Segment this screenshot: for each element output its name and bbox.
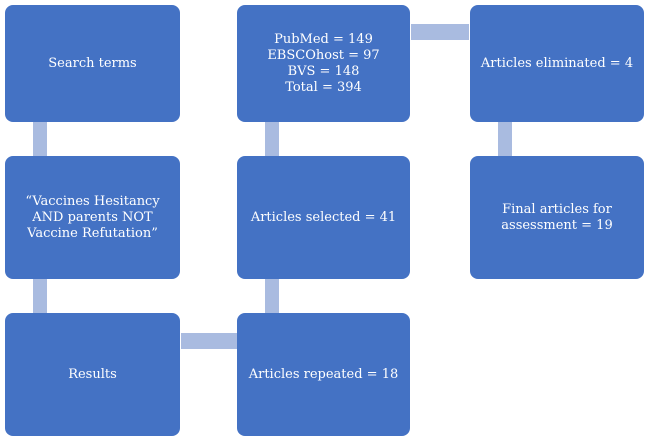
connector-query-to-results <box>33 279 47 313</box>
connector-eliminated-to-final <box>498 122 512 156</box>
articles-eliminated-box: Articles eliminated = 4 <box>470 5 644 122</box>
articles-repeated-label: Articles repeated = 18 <box>248 366 399 382</box>
databases-box: PubMed = 149 EBSCOhost = 97 BVS = 148 To… <box>237 5 410 122</box>
results-label: Results <box>68 366 117 382</box>
connector-selected-to-databases <box>265 122 279 156</box>
results-box: Results <box>5 313 180 436</box>
search-terms-box: Search terms <box>5 5 180 122</box>
articles-selected-label: Articles selected = 41 <box>250 209 397 225</box>
database-ebscohost: EBSCOhost = 97 <box>267 47 380 63</box>
query-line-2: AND parents NOT <box>32 209 153 225</box>
database-total: Total = 394 <box>285 79 362 95</box>
query-box: “Vaccines Hesitancy AND parents NOT Vacc… <box>5 156 180 279</box>
connector-search-to-query <box>33 122 47 156</box>
connector-databases-to-eliminated <box>411 24 469 40</box>
articles-repeated-box: Articles repeated = 18 <box>237 313 410 436</box>
connector-repeated-to-selected <box>265 279 279 313</box>
query-line-1: “Vaccines Hesitancy <box>25 193 160 209</box>
connector-results-to-repeated <box>181 333 237 349</box>
final-articles-line-1: Final articles for <box>502 201 612 217</box>
articles-eliminated-label: Articles eliminated = 4 <box>480 55 634 71</box>
database-pubmed: PubMed = 149 <box>274 31 373 47</box>
articles-selected-box: Articles selected = 41 <box>237 156 410 279</box>
search-terms-label: Search terms <box>48 55 137 71</box>
query-line-3: Vaccine Refutation” <box>27 225 158 241</box>
final-articles-line-2: assessment = 19 <box>501 217 613 233</box>
final-articles-box: Final articles for assessment = 19 <box>470 156 644 279</box>
database-bvs: BVS = 148 <box>287 63 360 79</box>
